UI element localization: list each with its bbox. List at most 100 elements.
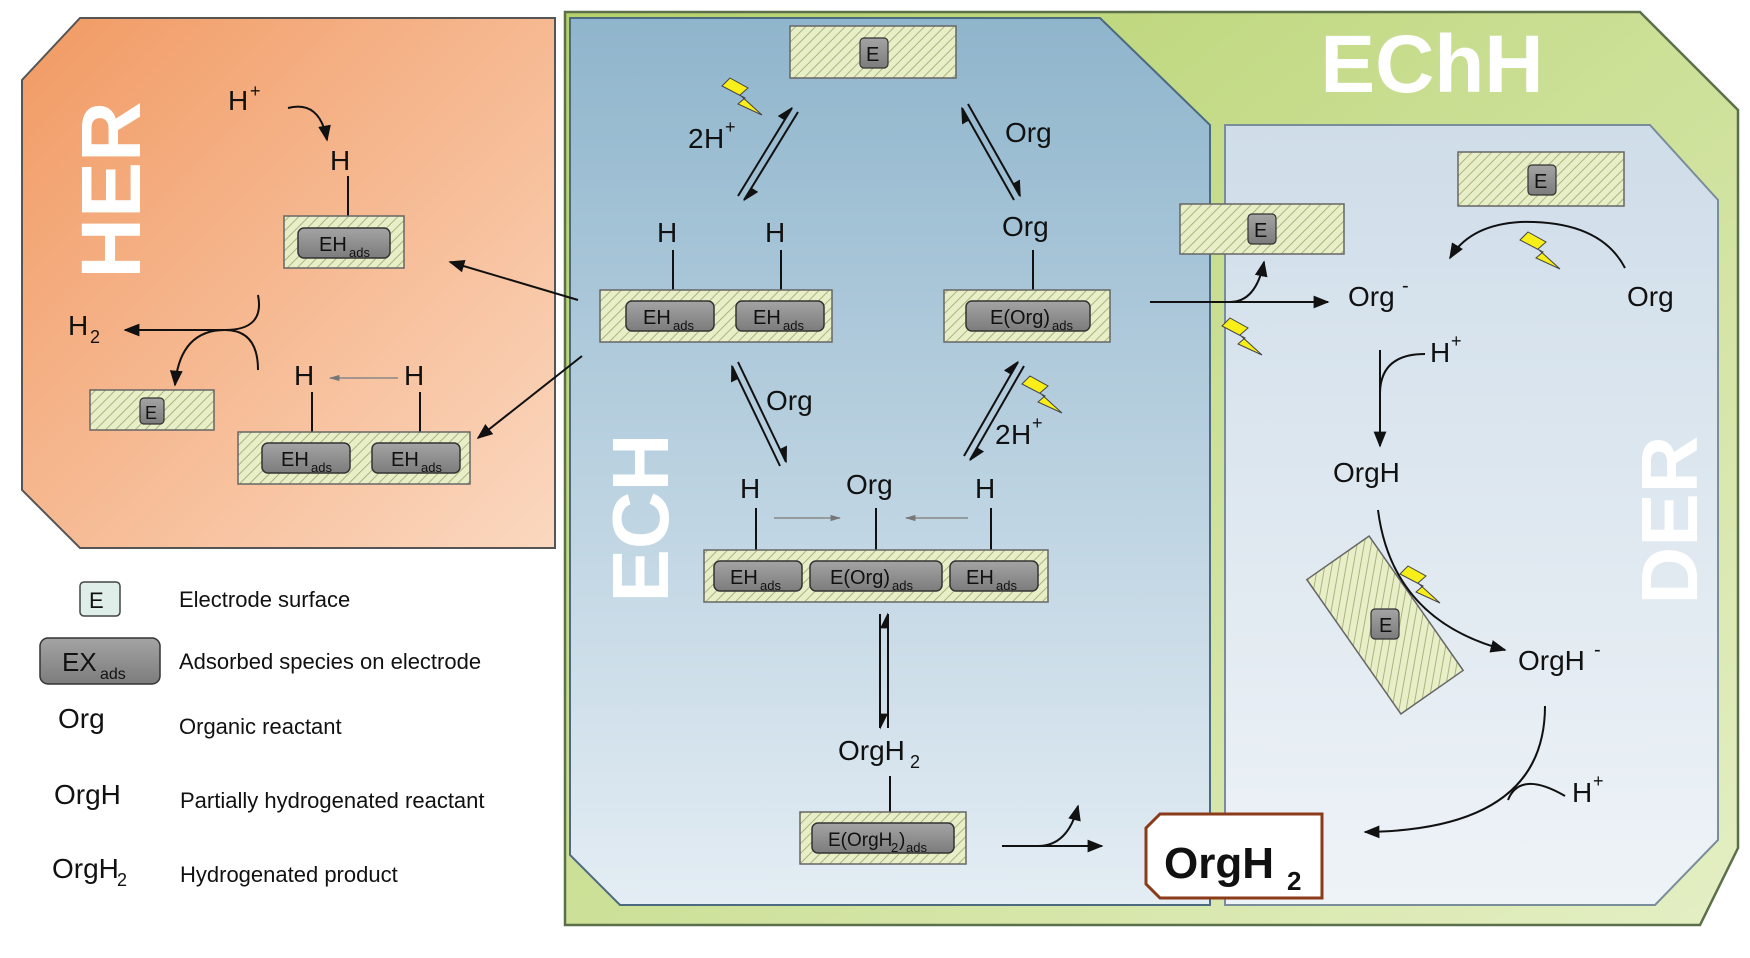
- svg-text:EH: EH: [391, 449, 419, 471]
- legend-electrode-icon: [79, 581, 121, 617]
- ech-org-top: Org: [1005, 117, 1052, 148]
- svg-text:Adsorbed species on electrode: Adsorbed species on electrode: [179, 649, 481, 674]
- bolt-icon: [1399, 565, 1441, 604]
- svg-text:EH: EH: [281, 449, 309, 471]
- svg-text:Org: Org: [846, 469, 893, 500]
- der-org: Org: [1627, 281, 1674, 312]
- der-orgh: OrgH: [1333, 457, 1400, 488]
- svg-text:2: 2: [891, 840, 898, 855]
- svg-text:OrgH: OrgH: [838, 735, 905, 766]
- der-hplus-2: H +: [1572, 771, 1604, 808]
- her-hplus-label: H +: [228, 81, 261, 116]
- bolt-icon: [721, 77, 763, 116]
- svg-text:E: E: [89, 588, 104, 613]
- svg-text:): ): [899, 830, 905, 851]
- svg-text:ads: ads: [673, 318, 694, 333]
- ech-org-mid: Org: [766, 385, 813, 416]
- svg-text:H: H: [68, 310, 88, 341]
- svg-text:OrgH: OrgH: [1518, 645, 1585, 676]
- svg-text:+: +: [725, 117, 736, 137]
- svg-text:2: 2: [688, 123, 704, 154]
- svg-text:H: H: [657, 217, 677, 248]
- her-hplus-arrow: [287, 105, 331, 142]
- her-h-left: H: [294, 360, 314, 391]
- svg-text:Electrode surface: Electrode surface: [179, 587, 350, 612]
- svg-text:ads: ads: [100, 666, 126, 683]
- svg-text:Org: Org: [1348, 281, 1395, 312]
- bolt-icon: [1021, 375, 1063, 414]
- legend-ads-icon: [39, 637, 161, 685]
- echh-title: EChH: [1320, 19, 1543, 110]
- svg-text:H: H: [975, 473, 995, 504]
- svg-text:H: H: [765, 217, 785, 248]
- svg-text:Organic reactant: Organic reactant: [179, 714, 342, 739]
- der-title: DER: [1625, 436, 1714, 605]
- her-title: HER: [64, 101, 158, 278]
- svg-text:H: H: [1011, 419, 1031, 450]
- bolt-icon: [1519, 231, 1561, 270]
- der-org-minus: Org -: [1348, 275, 1409, 312]
- svg-text:2: 2: [90, 327, 100, 347]
- her-h-top: H: [330, 145, 350, 176]
- der-electrode-tilted: [1305, 534, 1465, 716]
- svg-text:EH: EH: [643, 307, 671, 329]
- svg-text:OrgH: OrgH: [1164, 839, 1274, 888]
- svg-text:Org: Org: [1002, 211, 1049, 242]
- svg-text:+: +: [250, 81, 261, 101]
- svg-text:EH: EH: [753, 307, 781, 329]
- svg-text:ads: ads: [421, 460, 442, 475]
- svg-text:ads: ads: [311, 460, 332, 475]
- ech-title: ECH: [596, 434, 685, 603]
- svg-text:ads: ads: [1052, 318, 1073, 333]
- svg-text:Org: Org: [58, 703, 105, 734]
- svg-text:2: 2: [117, 870, 127, 890]
- svg-text:-: -: [1594, 639, 1601, 661]
- svg-text:E: E: [1379, 615, 1392, 637]
- svg-text:H: H: [740, 473, 760, 504]
- svg-text:ads: ads: [349, 245, 370, 260]
- svg-text:E(Org): E(Org): [830, 567, 890, 589]
- product-orgh2-box: OrgH 2: [1144, 812, 1324, 900]
- her-h-right: H: [404, 360, 424, 391]
- svg-text:+: +: [1593, 771, 1604, 791]
- svg-text:E(OrgH: E(OrgH: [828, 830, 892, 851]
- svg-text:EH: EH: [966, 567, 994, 589]
- svg-text:H: H: [704, 123, 724, 154]
- svg-text:E(Org): E(Org): [990, 307, 1050, 329]
- svg-text:2: 2: [995, 419, 1011, 450]
- svg-text:2: 2: [910, 752, 920, 772]
- svg-text:OrgH: OrgH: [54, 779, 121, 810]
- ech-2hplus-mid: 2 H +: [995, 413, 1043, 450]
- svg-text:ads: ads: [906, 840, 927, 855]
- svg-text:ads: ads: [892, 578, 913, 593]
- svg-text:E: E: [866, 44, 879, 66]
- ech-orgh2-label: OrgH 2: [838, 735, 920, 772]
- svg-text:EH: EH: [730, 567, 758, 589]
- svg-text:OrgH: OrgH: [52, 853, 119, 884]
- der-orgh-minus: OrgH -: [1518, 639, 1601, 676]
- svg-text:ads: ads: [996, 578, 1017, 593]
- svg-text:EX: EX: [62, 647, 97, 677]
- svg-text:E: E: [145, 403, 157, 423]
- ech-region: [569, 17, 1211, 906]
- svg-text:EH: EH: [319, 234, 347, 256]
- svg-text:Hydrogenated product: Hydrogenated product: [180, 862, 398, 887]
- svg-text:E: E: [1534, 171, 1547, 193]
- svg-text:H: H: [1430, 337, 1450, 368]
- svg-text:Partially hydrogenated reactan: Partially hydrogenated reactant: [180, 788, 485, 813]
- svg-text:+: +: [1032, 413, 1043, 433]
- svg-text:E: E: [1254, 220, 1267, 242]
- svg-text:-: -: [1402, 275, 1409, 297]
- svg-text:ads: ads: [783, 318, 804, 333]
- bolt-icon: [1221, 317, 1263, 356]
- der-hplus-1: H +: [1430, 331, 1462, 368]
- svg-text:H: H: [228, 85, 248, 116]
- ech-2hplus-top: 2 H +: [688, 117, 736, 154]
- her-h2-label: H 2: [68, 310, 100, 347]
- svg-text:+: +: [1451, 331, 1462, 351]
- her-eh-ads-top: [297, 227, 391, 259]
- legend: E Electrode surface EX ads Adsorbed spec…: [39, 581, 485, 890]
- svg-text:H: H: [1572, 777, 1592, 808]
- der-region: [1224, 124, 1719, 906]
